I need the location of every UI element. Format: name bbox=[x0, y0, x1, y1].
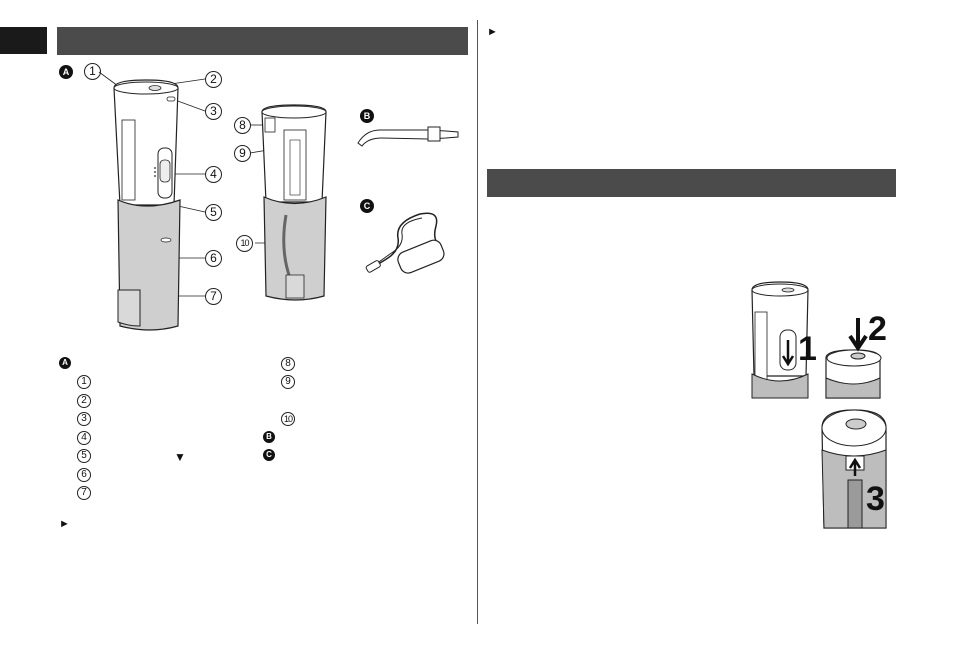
page-tab-marker bbox=[0, 27, 47, 54]
note-arrow-icon: ► bbox=[487, 26, 498, 38]
column-divider bbox=[477, 20, 478, 624]
callout-2: 2 bbox=[205, 71, 222, 88]
legend-badge-a: A bbox=[59, 357, 71, 369]
legend-num-10: 10 bbox=[281, 412, 295, 426]
figure-a-badge: A bbox=[59, 65, 73, 79]
callout-7: 7 bbox=[205, 288, 222, 305]
legend-num-9: 9 bbox=[281, 375, 295, 389]
step-number-3: 3 bbox=[866, 480, 885, 518]
callout-6: 6 bbox=[205, 250, 222, 267]
callout-5: 5 bbox=[205, 204, 222, 221]
section-header-bar-left bbox=[57, 27, 468, 55]
legend-num-6: 6 bbox=[77, 468, 91, 482]
callout-10: 10 bbox=[236, 235, 253, 252]
legend-badge-b: B bbox=[263, 431, 275, 443]
step-number-1: 1 bbox=[798, 330, 817, 368]
legend-num-4: 4 bbox=[77, 431, 91, 445]
callout-9: 9 bbox=[234, 145, 251, 162]
legend-num-7: 7 bbox=[77, 486, 91, 500]
legend-num-1: 1 bbox=[77, 375, 91, 389]
figure-b-badge: B bbox=[360, 109, 374, 123]
section-header-bar-right bbox=[487, 169, 896, 197]
callout-4: 4 bbox=[205, 166, 222, 183]
legend-num-8: 8 bbox=[281, 357, 295, 371]
figure-c-badge: C bbox=[360, 199, 374, 213]
note-arrow-icon-left: ► bbox=[59, 518, 70, 530]
step-number-2: 2 bbox=[868, 310, 887, 348]
callout-1: 1 bbox=[84, 63, 101, 80]
triangle-marker-icon: ▼ bbox=[174, 450, 186, 464]
callout-3: 3 bbox=[205, 103, 222, 120]
legend-num-2: 2 bbox=[77, 394, 91, 408]
callout-8: 8 bbox=[234, 117, 251, 134]
legend-num-5: 5 bbox=[77, 449, 91, 463]
legend-badge-c: C bbox=[263, 449, 275, 461]
legend-num-3: 3 bbox=[77, 412, 91, 426]
